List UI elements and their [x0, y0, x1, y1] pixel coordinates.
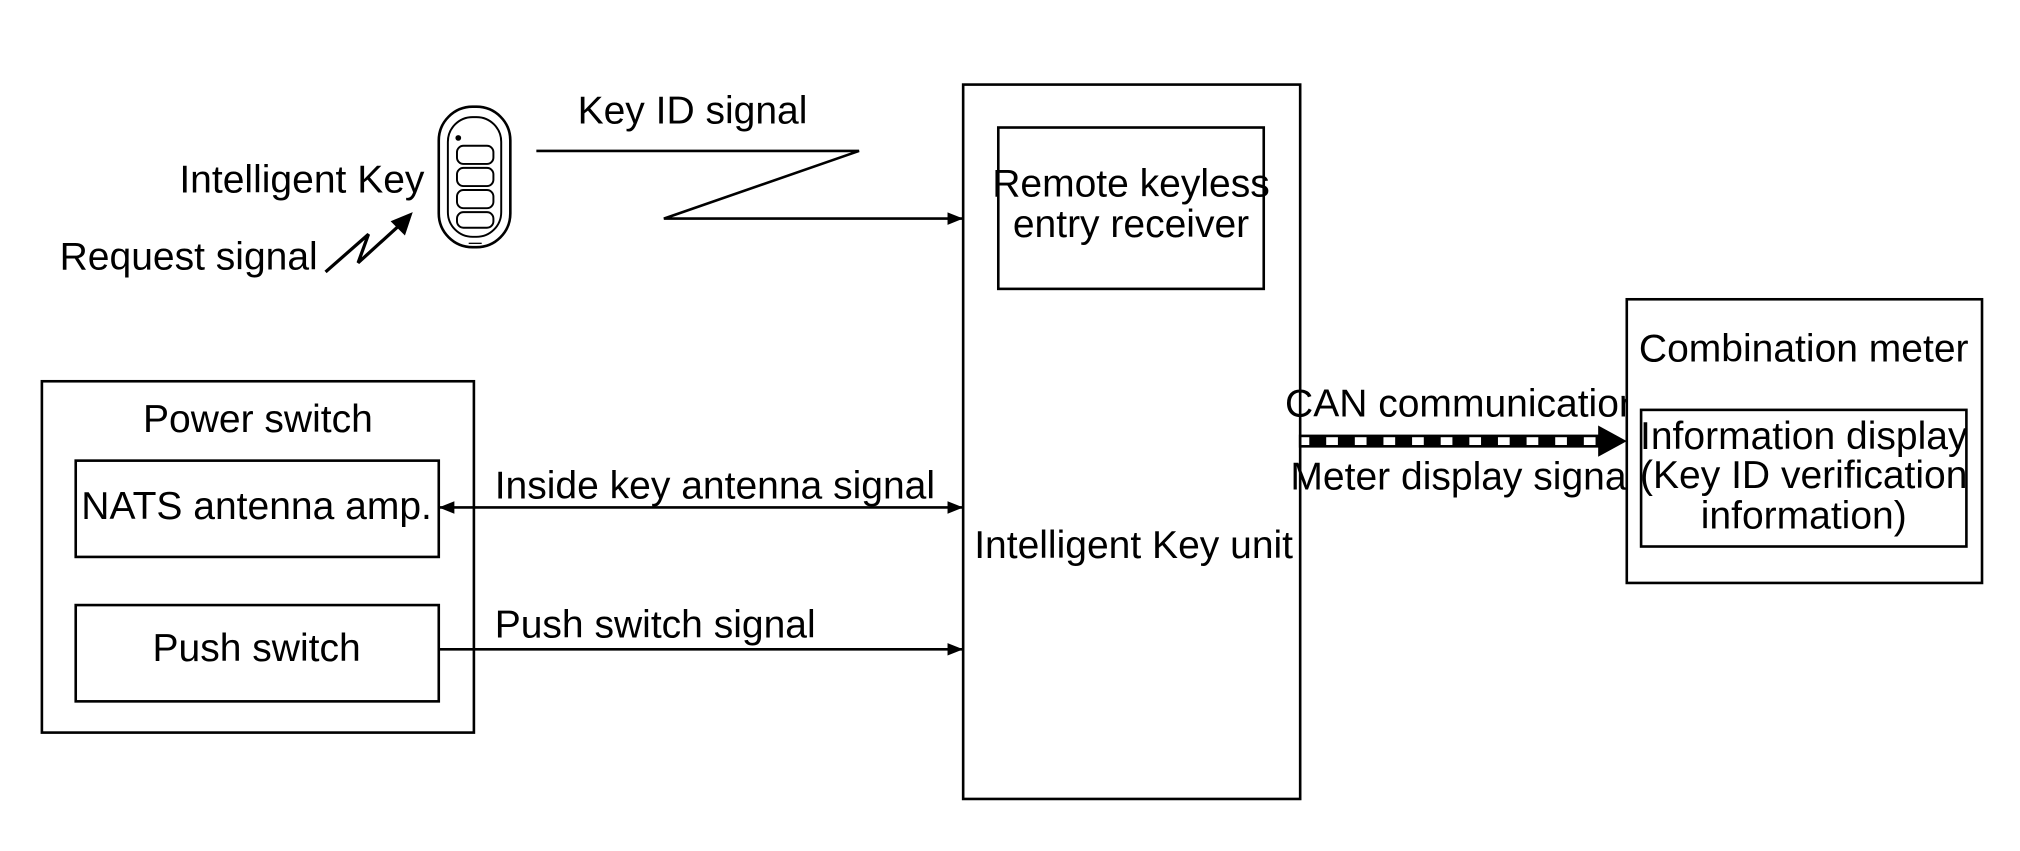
information-display-label-line3: information) [1701, 494, 1907, 537]
request-signal-label: Request signal [60, 235, 318, 278]
can-bus-line [1298, 425, 1627, 457]
information-display-label-line1: Information display [1640, 415, 1968, 458]
rke-receiver-label-line1: Remote keyless [992, 162, 1270, 205]
information-display-box [1639, 408, 1968, 548]
intelligent-key-unit-label: Intelligent Key unit [974, 524, 1293, 567]
intelligent-key-label: Intelligent Key [179, 159, 425, 202]
rke-receiver-box [996, 126, 1266, 291]
nats-antenna-amp-label: NATS antenna amp. [81, 485, 432, 528]
meter-display-signal-label: Meter display signal [1290, 455, 1635, 498]
combination-meter-label: Combination meter [1639, 328, 1969, 371]
push-switch-label: Push switch [153, 627, 361, 670]
key-fob-icon [437, 105, 512, 249]
rke-receiver-label-line2: entry receiver [1013, 203, 1249, 246]
power-switch-label: Power switch [143, 398, 373, 441]
zigzag-signal-icon [324, 212, 413, 274]
key-id-signal-label: Key ID signal [578, 90, 808, 133]
key-id-signal-line [536, 149, 964, 225]
push-switch-box [74, 603, 441, 703]
push-switch-signal-label: Push switch signal [495, 604, 816, 647]
inside-key-antenna-signal-label: Inside key antenna signal [495, 464, 935, 507]
information-display-label-line2: (Key ID verification [1640, 454, 1967, 497]
can-communication-label: CAN communication [1285, 382, 1641, 425]
